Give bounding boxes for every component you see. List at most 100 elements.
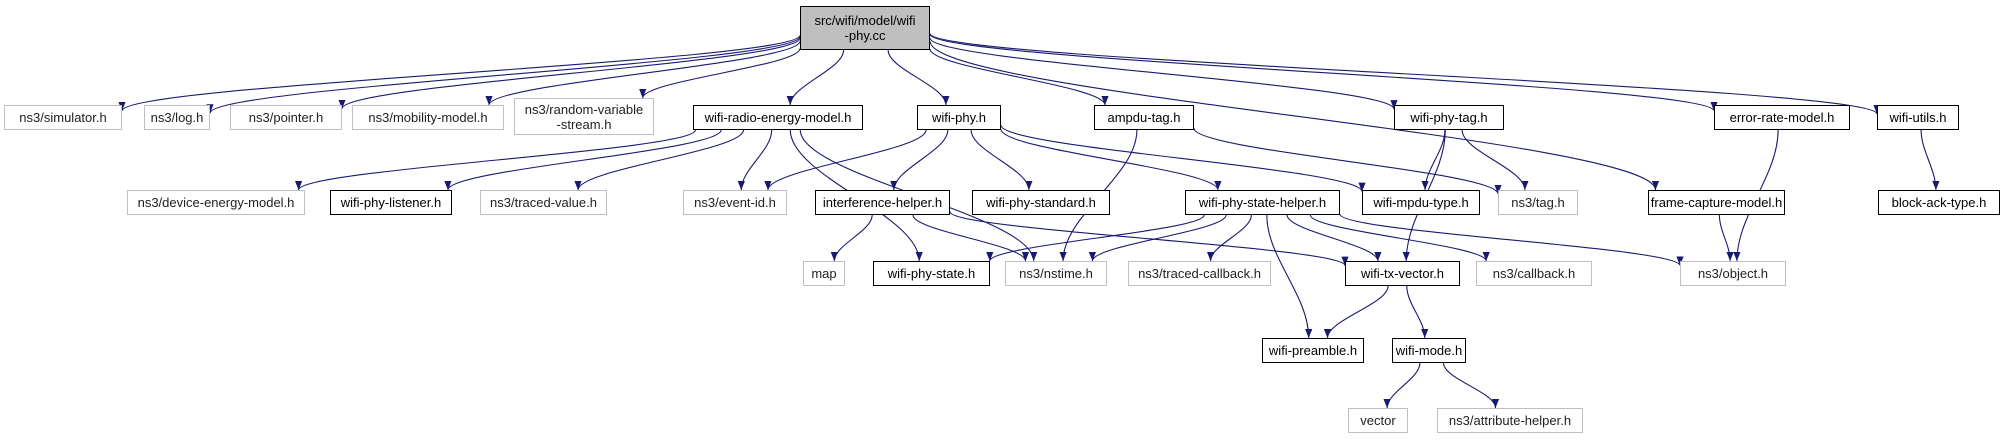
edge-txvector-to-mode — [1406, 285, 1429, 339]
node-tag[interactable]: ns3/tag.h — [1498, 190, 1578, 215]
node-phystandard[interactable]: wifi-phy-standard.h — [972, 190, 1110, 215]
edge-interference-to-nstime — [912, 214, 1030, 262]
edge-statehelper-to-txvector — [1286, 214, 1382, 262]
edge-radioenergy-to-tracedvalue — [574, 129, 745, 191]
edge-root-to-framecapture — [929, 41, 1659, 191]
node-radioenergy[interactable]: wifi-radio-energy-model.h — [693, 105, 863, 130]
node-label: wifi-phy.h — [932, 110, 986, 125]
edge-radioenergy-to-phylistener — [444, 129, 722, 191]
node-label: ns3/pointer.h — [248, 110, 324, 125]
node-phylistener[interactable]: wifi-phy-listener.h — [330, 190, 452, 215]
node-interference[interactable]: interference-helper.h — [815, 190, 950, 215]
node-label: wifi-phy-tag.h — [1410, 110, 1488, 125]
edge-radioenergy-to-devenergy — [295, 129, 696, 191]
edge-root-to-simulator — [118, 34, 801, 112]
edge-root-to-phytag — [929, 37, 1398, 110]
edge-phytag-to-mpdutype — [1421, 129, 1446, 191]
node-txvector[interactable]: wifi-tx-vector.h — [1345, 261, 1460, 286]
node-label: ns3/simulator.h — [19, 110, 107, 125]
node-eventid[interactable]: ns3/event-id.h — [683, 190, 787, 215]
node-label: ns3/attribute-helper.h — [1448, 413, 1572, 428]
node-label: wifi-phy-listener.h — [340, 195, 442, 210]
node-label: src/wifi/model/wifi -phy.cc — [814, 13, 916, 43]
node-label: ns3/log.h — [150, 110, 204, 125]
node-label: error-rate-model.h — [1729, 110, 1835, 125]
edge-root-to-utils — [929, 33, 1881, 115]
node-label: wifi-preamble.h — [1268, 343, 1358, 358]
edge-radioenergy-to-eventid — [737, 129, 773, 191]
node-label: wifi-mode.h — [1395, 343, 1463, 358]
node-mpdutype[interactable]: wifi-mpdu-type.h — [1362, 190, 1480, 215]
edge-root-to-pointer — [338, 37, 801, 110]
node-label: ns3/random-variable -stream.h — [524, 101, 644, 132]
edge-phytag-to-tag — [1461, 129, 1529, 191]
node-errrate[interactable]: error-rate-model.h — [1714, 105, 1850, 130]
node-ampdutag[interactable]: ampdu-tag.h — [1094, 105, 1194, 130]
node-preamble[interactable]: wifi-preamble.h — [1262, 338, 1364, 363]
edge-wifiphy-to-interference — [890, 129, 949, 191]
node-label: frame-capture-model.h — [1650, 195, 1783, 210]
node-root[interactable]: src/wifi/model/wifi -phy.cc — [800, 6, 930, 50]
node-map[interactable]: map — [803, 261, 845, 286]
node-label: wifi-radio-energy-model.h — [704, 110, 852, 125]
node-blockack[interactable]: block-ack-type.h — [1878, 190, 2000, 215]
edge-root-to-errrate — [929, 33, 1718, 112]
edge-utils-to-blockack — [1920, 129, 1940, 191]
edge-root-to-log — [206, 36, 801, 114]
node-label: wifi-mpdu-type.h — [1373, 195, 1469, 210]
node-nstime[interactable]: ns3/nstime.h — [1005, 261, 1107, 286]
node-label: ns3/traced-callback.h — [1138, 266, 1261, 281]
node-label: wifi-phy-standard.h — [986, 195, 1096, 210]
node-label: map — [811, 266, 837, 281]
node-simulator[interactable]: ns3/simulator.h — [4, 105, 122, 130]
node-log[interactable]: ns3/log.h — [144, 105, 210, 130]
node-phytag[interactable]: wifi-phy-tag.h — [1394, 105, 1504, 130]
node-label: ampdu-tag.h — [1107, 110, 1181, 125]
node-tracedcb[interactable]: ns3/traced-callback.h — [1128, 261, 1271, 286]
node-wifiphy[interactable]: wifi-phy.h — [917, 105, 1001, 130]
edge-mode-to-attrhelper — [1442, 362, 1500, 409]
edge-root-to-mobility — [485, 41, 801, 106]
edge-root-to-randvar — [639, 48, 801, 99]
node-mode[interactable]: wifi-mode.h — [1392, 338, 1466, 363]
edge-ampdutag-to-tag — [1193, 128, 1502, 195]
node-pointer[interactable]: ns3/pointer.h — [230, 105, 342, 130]
node-object[interactable]: ns3/object.h — [1680, 261, 1786, 286]
node-devenergy[interactable]: ns3/device-energy-model.h — [127, 190, 305, 215]
edge-root-to-ampdutag — [929, 48, 1109, 106]
edge-wifiphy-to-mpdutype — [1000, 124, 1366, 192]
node-label: wifi-tx-vector.h — [1360, 266, 1445, 281]
node-callback[interactable]: ns3/callback.h — [1476, 261, 1592, 286]
node-label: vector — [1360, 413, 1396, 428]
node-phystate[interactable]: wifi-phy-state.h — [873, 261, 990, 286]
edge-wifiphy-to-statehelper — [1000, 129, 1222, 191]
edge-framecapture-to-object — [1718, 214, 1734, 262]
node-attrhelper[interactable]: ns3/attribute-helper.h — [1437, 408, 1583, 433]
node-utils[interactable]: wifi-utils.h — [1877, 105, 1959, 130]
edge-interference-to-txvector — [949, 211, 1349, 267]
node-label: ns3/traced-value.h — [490, 195, 597, 210]
node-label: ns3/event-id.h — [694, 195, 776, 210]
node-label: wifi-phy-state-helper.h — [1198, 195, 1327, 210]
node-mobility[interactable]: ns3/mobility-model.h — [352, 105, 504, 130]
node-label: ns3/callback.h — [1492, 266, 1576, 281]
node-statehelper[interactable]: wifi-phy-state-helper.h — [1185, 190, 1340, 215]
node-randvar[interactable]: ns3/random-variable -stream.h — [514, 98, 654, 135]
edge-wifiphy-to-phystandard — [970, 129, 1033, 191]
node-label: wifi-utils.h — [1889, 110, 1947, 125]
edge-wifiphy-to-eventid — [764, 129, 927, 191]
node-label: block-ack-type.h — [1891, 195, 1987, 210]
node-framecapture[interactable]: frame-capture-model.h — [1648, 190, 1785, 215]
node-label: wifi-phy-state.h — [887, 266, 976, 281]
node-label: interference-helper.h — [822, 195, 943, 210]
edge-root-to-wifiphy — [887, 49, 950, 106]
node-vector[interactable]: vector — [1348, 408, 1408, 433]
node-label: ns3/nstime.h — [1019, 266, 1093, 281]
node-label: ns3/device-energy-model.h — [137, 195, 295, 210]
edge-root-to-radioenergy — [786, 49, 845, 106]
node-label: ns3/object.h — [1697, 266, 1769, 281]
node-tracedvalue[interactable]: ns3/traced-value.h — [480, 190, 607, 215]
node-label: ns3/mobility-model.h — [368, 110, 488, 125]
